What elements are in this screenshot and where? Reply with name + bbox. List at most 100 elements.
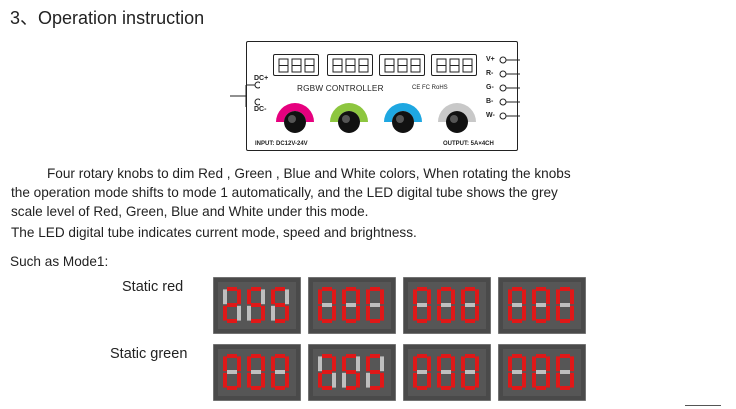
segment-b xyxy=(546,289,550,305)
segment-g xyxy=(370,370,380,374)
segment-c xyxy=(261,372,265,388)
segment-d xyxy=(465,386,475,390)
segment-a xyxy=(370,287,380,291)
segment-g xyxy=(251,370,261,374)
tube-2-digit-1 xyxy=(332,58,343,73)
segment-b xyxy=(475,289,479,305)
segment-c xyxy=(237,305,241,321)
segment-e xyxy=(342,372,346,388)
segment-g xyxy=(417,370,427,374)
segment-c xyxy=(522,372,526,388)
segment-b xyxy=(451,289,455,305)
segment-c xyxy=(380,305,384,321)
segment-g xyxy=(560,303,570,307)
output-port-label: R- xyxy=(486,70,494,77)
segment-f xyxy=(461,289,465,305)
knob-3-color-arc xyxy=(384,103,422,122)
segment-c xyxy=(427,372,431,388)
segment-a xyxy=(346,354,356,358)
led-digit xyxy=(223,287,241,323)
segment-e xyxy=(366,305,370,321)
led-digit xyxy=(223,354,241,390)
segment-a xyxy=(465,354,475,358)
segment-a xyxy=(560,287,570,291)
dc-plus-terminal-icon xyxy=(254,81,260,89)
segment-g xyxy=(346,303,356,307)
segment-g xyxy=(251,303,261,307)
segment-c xyxy=(546,305,550,321)
segment-f xyxy=(461,356,465,372)
segment-a xyxy=(275,287,285,291)
output-port-terminal-icon xyxy=(499,56,520,64)
segment-b xyxy=(332,356,336,372)
segment-f xyxy=(366,289,370,305)
tube-4-digit-1 xyxy=(436,58,447,73)
segment-f xyxy=(342,356,346,372)
segment-c xyxy=(380,372,384,388)
segment-a xyxy=(512,287,522,291)
segment-e xyxy=(271,372,275,388)
segment-a xyxy=(251,287,261,291)
segment-f xyxy=(437,356,441,372)
led-display: 255 xyxy=(212,276,302,335)
segment-c xyxy=(332,305,336,321)
segment-f xyxy=(271,289,275,305)
segment-f xyxy=(342,289,346,305)
segment-e xyxy=(318,305,322,321)
segment-b xyxy=(546,356,550,372)
segment-a xyxy=(465,287,475,291)
knob-2-highlight xyxy=(342,115,350,123)
tube-3-digit-1 xyxy=(384,58,395,73)
segment-g xyxy=(417,303,427,307)
segment-d xyxy=(441,386,451,390)
segment-d xyxy=(560,319,570,323)
segment-d xyxy=(251,319,261,323)
segment-e xyxy=(366,372,370,388)
digital-tube-2 xyxy=(327,54,373,76)
output-port-label: W- xyxy=(486,112,495,119)
segment-a xyxy=(227,287,237,291)
led-digit xyxy=(437,354,455,390)
segment-e xyxy=(247,305,251,321)
segment-c xyxy=(356,372,360,388)
output-label: OUTPUT: 5A×4CH xyxy=(443,141,494,147)
segment-e xyxy=(413,305,417,321)
segment-c xyxy=(570,305,574,321)
knob-2-icon xyxy=(338,111,360,133)
segment-b xyxy=(285,356,289,372)
knob-1-icon xyxy=(284,111,306,133)
paragraph-line-4: The LED digital tube indicates current m… xyxy=(11,225,417,240)
segment-e xyxy=(556,305,560,321)
paragraph-line-3: scale level of Red, Green, Blue and Whit… xyxy=(11,204,369,219)
segment-d xyxy=(441,319,451,323)
segment-f xyxy=(508,289,512,305)
segment-c xyxy=(522,305,526,321)
segment-c xyxy=(451,372,455,388)
digital-tube-3 xyxy=(379,54,425,76)
knobs-diagram xyxy=(276,103,476,133)
segment-b xyxy=(380,289,384,305)
segment-f xyxy=(437,289,441,305)
segment-e xyxy=(223,372,227,388)
segment-d xyxy=(417,386,427,390)
segment-b xyxy=(356,356,360,372)
led-display: 000 xyxy=(402,276,492,335)
segment-g xyxy=(275,370,285,374)
led-display-1-3 xyxy=(402,276,492,335)
segment-e xyxy=(461,372,465,388)
segment-d xyxy=(322,319,332,323)
segment-f xyxy=(413,289,417,305)
led-digit xyxy=(271,287,289,323)
segment-f xyxy=(247,356,251,372)
segment-c xyxy=(451,305,455,321)
segment-c xyxy=(332,372,336,388)
segment-g xyxy=(512,303,522,307)
mode-example-label: Such as Mode1: xyxy=(10,254,109,269)
segment-b xyxy=(237,289,241,305)
tube-2-digit-3 xyxy=(358,58,369,73)
segment-e xyxy=(318,372,322,388)
segment-g xyxy=(346,370,356,374)
segment-a xyxy=(560,354,570,358)
segment-c xyxy=(475,372,479,388)
segment-f xyxy=(366,356,370,372)
